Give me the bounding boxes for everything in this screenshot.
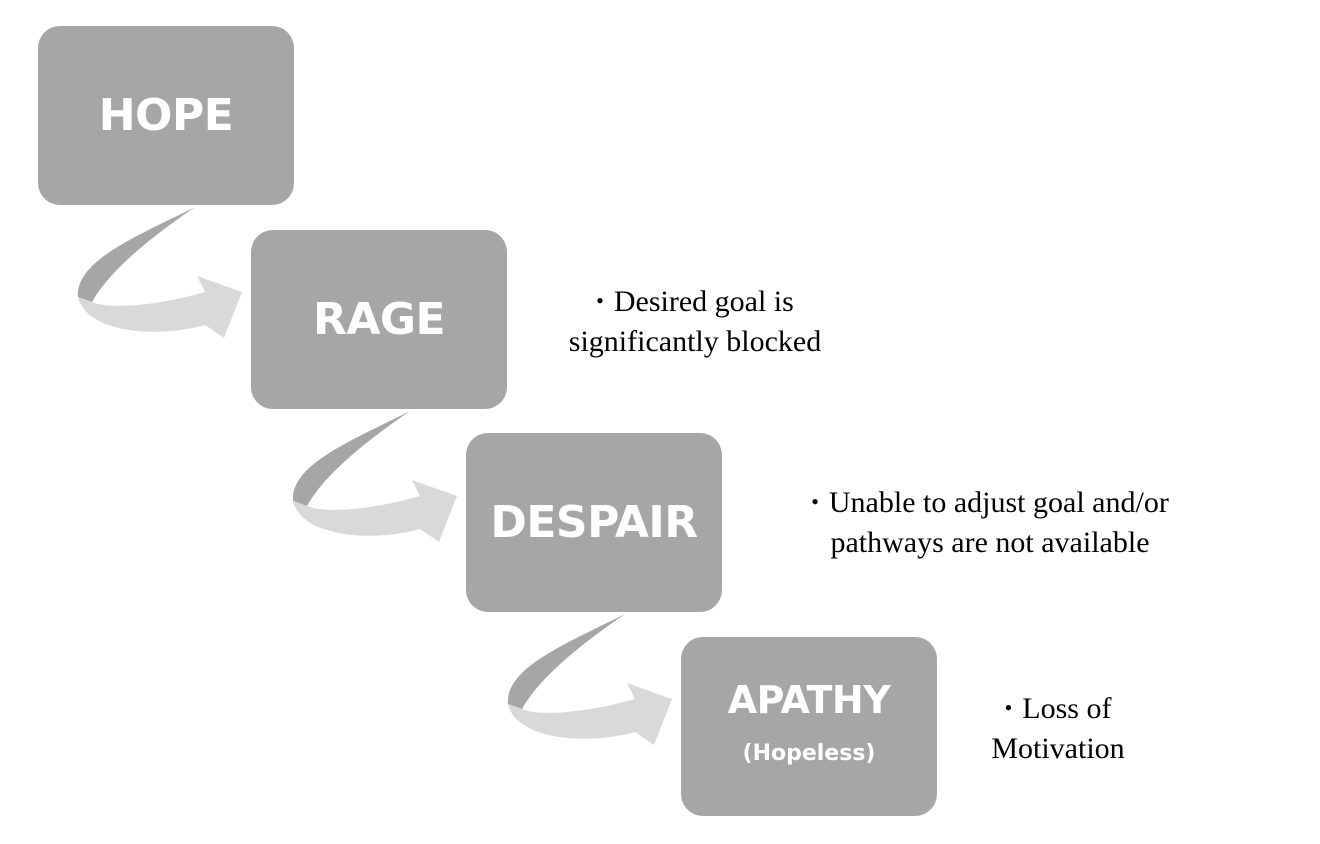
stage-label: HOPE <box>98 89 234 141</box>
stage-label: DESPAIR <box>490 496 698 548</box>
note-line: Motivation <box>991 732 1125 765</box>
note-rage: • Desired goal is significantly blocked <box>530 283 860 361</box>
bullet-icon: • <box>596 288 604 313</box>
curved-arrow-icon <box>77 207 242 338</box>
stage-label: APATHY <box>727 677 891 722</box>
note-line: significantly blocked <box>568 325 822 358</box>
bullet-icon: • <box>811 489 819 514</box>
note-apathy: • Loss of Motivation <box>958 690 1158 768</box>
stage-rage: RAGE <box>251 230 507 409</box>
note-line: • Desired goal is <box>530 283 860 323</box>
stage-apathy: APATHY (Hopeless) <box>681 637 937 816</box>
note-line: pathways are not available <box>830 526 1150 559</box>
stage-hope: HOPE <box>38 26 294 205</box>
note-text: Loss of <box>1022 692 1112 725</box>
curved-arrow-icon <box>507 614 672 745</box>
note-line: • Loss of <box>958 690 1158 730</box>
bullet-icon: • <box>1004 695 1013 720</box>
note-text: Unable to adjust goal and/or <box>828 486 1169 519</box>
curved-arrow-icon <box>292 411 457 542</box>
stage-label: RAGE <box>312 293 446 345</box>
note-line: • Unable to adjust goal and/or <box>755 484 1225 524</box>
stage-despair: DESPAIR <box>466 433 722 612</box>
note-despair: • Unable to adjust goal and/or pathways a… <box>755 484 1225 562</box>
note-text: Desired goal is <box>613 285 794 318</box>
stage-sublabel: (Hopeless) <box>742 740 876 766</box>
